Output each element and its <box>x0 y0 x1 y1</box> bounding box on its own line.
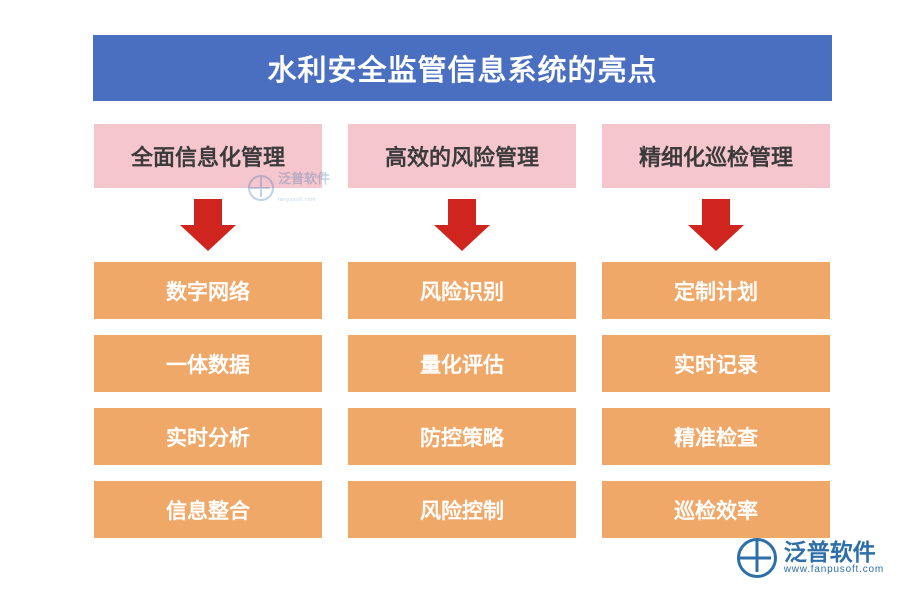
column-group-2: 精细化巡检管理 定制计划 实时记录 精准检查 巡检效率 <box>602 124 830 554</box>
column-group-0: 全面信息化管理 数字网络 一体数据 实时分析 信息整合 <box>94 124 322 554</box>
brand-url: www.fanpusoft.com <box>783 563 884 575</box>
item-box-2-3: 巡检效率 <box>602 481 830 538</box>
item-label: 巡检效率 <box>674 498 758 523</box>
item-box-1-2: 防控策略 <box>348 408 576 465</box>
item-box-1-1: 量化评估 <box>348 335 576 392</box>
arrow-down-icon-2 <box>602 188 830 262</box>
item-label: 一体数据 <box>166 352 250 377</box>
column-header-label: 全面信息化管理 <box>130 145 285 170</box>
title-banner: 水利安全监管信息系统的亮点 <box>93 35 832 101</box>
item-box-1-0: 风险识别 <box>348 262 576 319</box>
column-header-2: 精细化巡检管理 <box>602 124 830 188</box>
item-label: 数字网络 <box>166 279 250 304</box>
arrow-down-icon-1 <box>348 188 576 262</box>
item-box-0-0: 数字网络 <box>94 262 322 319</box>
item-box-0-3: 信息整合 <box>94 481 322 538</box>
column-group-1: 高效的风险管理 风险识别 量化评估 防控策略 风险控制 <box>348 124 576 554</box>
item-box-0-2: 实时分析 <box>94 408 322 465</box>
item-box-2-2: 精准检查 <box>602 408 830 465</box>
arrow-down-icon-0 <box>94 188 322 262</box>
column-header-1: 高效的风险管理 <box>348 124 576 188</box>
brand-logo: 泛普软件 www.fanpusoft.com <box>736 538 884 578</box>
column-header-0: 全面信息化管理 <box>94 124 322 188</box>
item-box-1-3: 风险控制 <box>348 481 576 538</box>
item-box-2-0: 定制计划 <box>602 262 830 319</box>
item-label: 信息整合 <box>166 498 250 523</box>
item-label: 风险识别 <box>420 279 504 304</box>
column-header-label: 精细化巡检管理 <box>638 145 793 170</box>
item-label: 定制计划 <box>674 279 758 304</box>
page-title: 水利安全监管信息系统的亮点 <box>267 55 658 87</box>
column-header-label: 高效的风险管理 <box>384 145 539 170</box>
item-label: 防控策略 <box>420 425 504 450</box>
item-label: 实时记录 <box>674 352 758 377</box>
item-label: 实时分析 <box>166 425 250 450</box>
item-box-0-1: 一体数据 <box>94 335 322 392</box>
brand-name: 泛普软件 <box>783 539 876 565</box>
item-box-2-1: 实时记录 <box>602 335 830 392</box>
item-label: 精准检查 <box>674 425 758 450</box>
globe-icon <box>736 538 777 578</box>
item-label: 量化评估 <box>420 352 504 377</box>
item-label: 风险控制 <box>420 498 504 523</box>
